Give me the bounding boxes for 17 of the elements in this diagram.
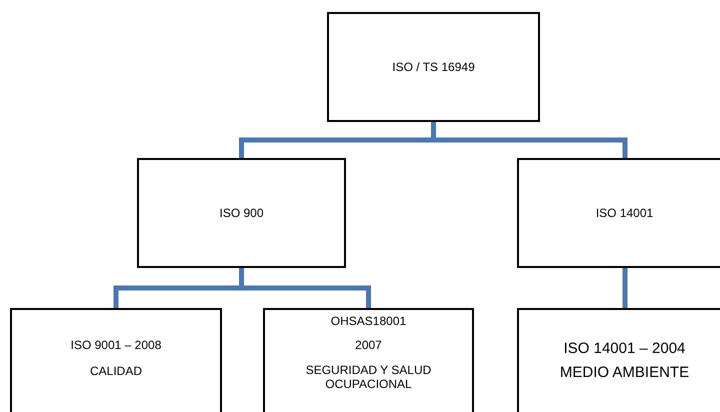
box-label: 2007 bbox=[355, 338, 382, 353]
box-label: SEGURIDAD Y SALUD OCUPACIONAL bbox=[304, 362, 432, 392]
box-label: ISO / TS 16949 bbox=[392, 60, 475, 74]
standard-box bbox=[517, 158, 720, 268]
box-label: ISO 9001 – 2008 bbox=[70, 338, 162, 352]
standard-box bbox=[137, 158, 346, 268]
box-label: ISO 900 bbox=[219, 206, 264, 220]
standard-box bbox=[10, 308, 222, 412]
standard-box bbox=[263, 308, 474, 412]
box-label: ISO 14001 – 2004 bbox=[564, 340, 686, 358]
connector-line bbox=[622, 268, 628, 308]
box-label: OHSAS18001 bbox=[330, 314, 406, 328]
box-label: CALIDAD bbox=[90, 364, 142, 379]
standard-box bbox=[327, 12, 540, 122]
standard-box bbox=[517, 308, 720, 412]
box-label: ISO 14001 bbox=[596, 206, 654, 220]
box-label: MEDIO AMBIENTE bbox=[560, 364, 690, 382]
